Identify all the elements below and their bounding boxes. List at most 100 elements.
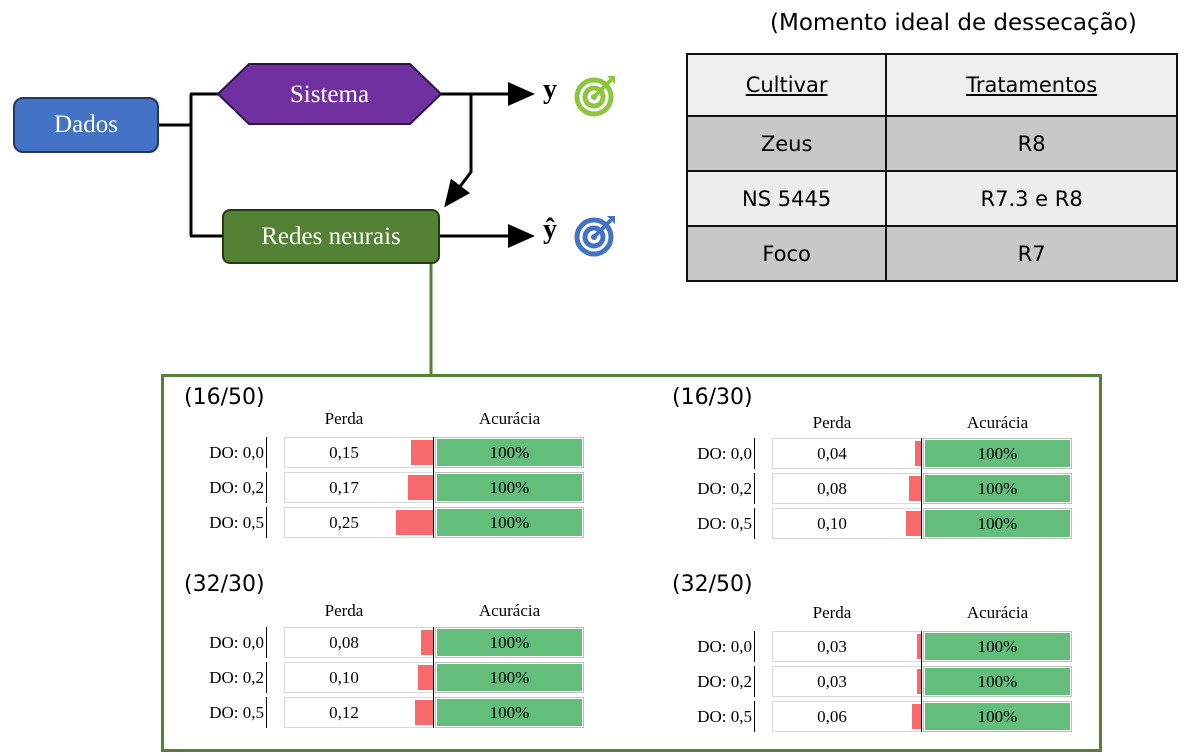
accuracy-bar bbox=[437, 664, 582, 691]
loss-value: 0,15 bbox=[329, 443, 359, 462]
loss-cell: 0,10 bbox=[284, 662, 434, 693]
axis-divider bbox=[921, 631, 922, 732]
loss-value: 0,25 bbox=[329, 513, 359, 532]
dropout-label: DO: 0,0 bbox=[672, 438, 755, 469]
cultivar-cell: Foco bbox=[685, 225, 888, 282]
target-blue-icon bbox=[574, 216, 615, 257]
arrow-feedback bbox=[444, 94, 473, 208]
dropout-label: DO: 0,2 bbox=[672, 473, 755, 504]
loss-cell: 0,08 bbox=[772, 473, 922, 504]
panel-title: (32/50) bbox=[672, 572, 753, 597]
accuracy-value: 100% bbox=[977, 479, 1018, 498]
dropout-label: DO: 0,5 bbox=[184, 507, 267, 538]
result-row: DO: 0,0 0,15 100% bbox=[184, 437, 584, 468]
result-row: DO: 0,0 0,08 100% bbox=[184, 627, 584, 658]
table-row: Zeus R8 bbox=[685, 115, 1178, 172]
dados-node: Dados bbox=[13, 97, 159, 153]
loss-bar bbox=[418, 665, 433, 690]
accuracy-cell: 100% bbox=[435, 507, 584, 538]
dropout-label: DO: 0,5 bbox=[184, 697, 267, 728]
tratamento-cell: R7.3 e R8 bbox=[885, 170, 1178, 227]
accuracy-bar bbox=[437, 474, 582, 501]
accuracy-value: 100% bbox=[977, 637, 1018, 656]
accuracy-bar bbox=[925, 668, 1070, 695]
header-acuracia: Acurácia bbox=[966, 603, 1029, 622]
loss-cell: 0,10 bbox=[772, 508, 922, 539]
axis-divider bbox=[433, 627, 434, 728]
loss-bar bbox=[912, 704, 921, 729]
result-row: DO: 0,5 0,25 100% bbox=[184, 507, 584, 538]
loss-value: 0,12 bbox=[329, 703, 359, 722]
dropout-label: DO: 0,2 bbox=[184, 662, 267, 693]
loss-value: 0,08 bbox=[817, 479, 847, 498]
table-header-row: Cultivar Tratamentos bbox=[685, 53, 1178, 117]
output-y-hat-label: ŷ bbox=[543, 214, 557, 245]
loss-value: 0,03 bbox=[817, 672, 847, 691]
axis-divider bbox=[433, 437, 434, 538]
loss-value: 0,06 bbox=[817, 707, 847, 726]
result-row: DO: 0,2 0,08 100% bbox=[672, 473, 1072, 504]
accuracy-value: 100% bbox=[489, 443, 530, 462]
result-row: DO: 0,5 0,06 100% bbox=[672, 701, 1072, 732]
accuracy-value: 100% bbox=[977, 672, 1018, 691]
accuracy-bar bbox=[437, 439, 582, 466]
accuracy-bar bbox=[437, 629, 582, 656]
accuracy-bar bbox=[925, 440, 1070, 467]
output-y-label: y bbox=[543, 74, 557, 105]
table-caption: (Momento ideal de dessecação) bbox=[770, 10, 1137, 36]
dropout-label: DO: 0,2 bbox=[184, 472, 267, 503]
accuracy-cell: 100% bbox=[923, 438, 1072, 469]
loss-bar bbox=[915, 441, 921, 466]
accuracy-bar bbox=[437, 509, 582, 536]
loss-cell: 0,12 bbox=[284, 697, 434, 728]
accuracy-cell: 100% bbox=[923, 508, 1072, 539]
accuracy-cell: 100% bbox=[435, 662, 584, 693]
loss-bar bbox=[408, 475, 433, 500]
accuracy-value: 100% bbox=[489, 513, 530, 532]
sistema-node: Sistema bbox=[217, 64, 442, 126]
loss-cell: 0,15 bbox=[284, 437, 434, 468]
loss-cell: 0,03 bbox=[772, 666, 922, 697]
header-acuracia: Acurácia bbox=[966, 413, 1029, 432]
header-perda: Perda bbox=[812, 413, 852, 432]
redes-label: Redes neurais bbox=[261, 222, 401, 250]
tratamento-cell: R7 bbox=[885, 225, 1178, 282]
loss-bar bbox=[421, 630, 433, 655]
accuracy-cell: 100% bbox=[435, 627, 584, 658]
redes-neurais-node: Redes neurais bbox=[222, 209, 440, 264]
result-row: DO: 0,2 0,10 100% bbox=[184, 662, 584, 693]
loss-value: 0,10 bbox=[329, 668, 359, 687]
loss-value: 0,04 bbox=[817, 444, 847, 463]
dropout-label: DO: 0,5 bbox=[672, 701, 755, 732]
accuracy-cell: 100% bbox=[435, 697, 584, 728]
loss-value: 0,17 bbox=[329, 478, 359, 497]
loss-cell: 0,17 bbox=[284, 472, 434, 503]
header-tratamentos: Tratamentos bbox=[885, 53, 1178, 117]
accuracy-value: 100% bbox=[977, 444, 1018, 463]
table-row: NS 5445 R7.3 e R8 bbox=[685, 170, 1178, 227]
accuracy-value: 100% bbox=[489, 703, 530, 722]
dropout-label: DO: 0,0 bbox=[184, 627, 267, 658]
accuracy-bar bbox=[925, 633, 1070, 660]
header-perda: Perda bbox=[812, 603, 852, 622]
accuracy-value: 100% bbox=[489, 478, 530, 497]
accuracy-bar bbox=[437, 699, 582, 726]
loss-value: 0,08 bbox=[329, 633, 359, 652]
loss-cell: 0,25 bbox=[284, 507, 434, 538]
loss-value: 0,10 bbox=[817, 514, 847, 533]
results-box bbox=[161, 374, 1102, 752]
header-acuracia: Acurácia bbox=[478, 409, 541, 428]
sistema-label: Sistema bbox=[289, 81, 370, 108]
target-green-icon bbox=[574, 76, 615, 117]
accuracy-cell: 100% bbox=[923, 701, 1072, 732]
loss-bar bbox=[917, 669, 921, 694]
dropout-label: DO: 0,0 bbox=[184, 437, 267, 468]
header-perda: Perda bbox=[324, 409, 364, 428]
